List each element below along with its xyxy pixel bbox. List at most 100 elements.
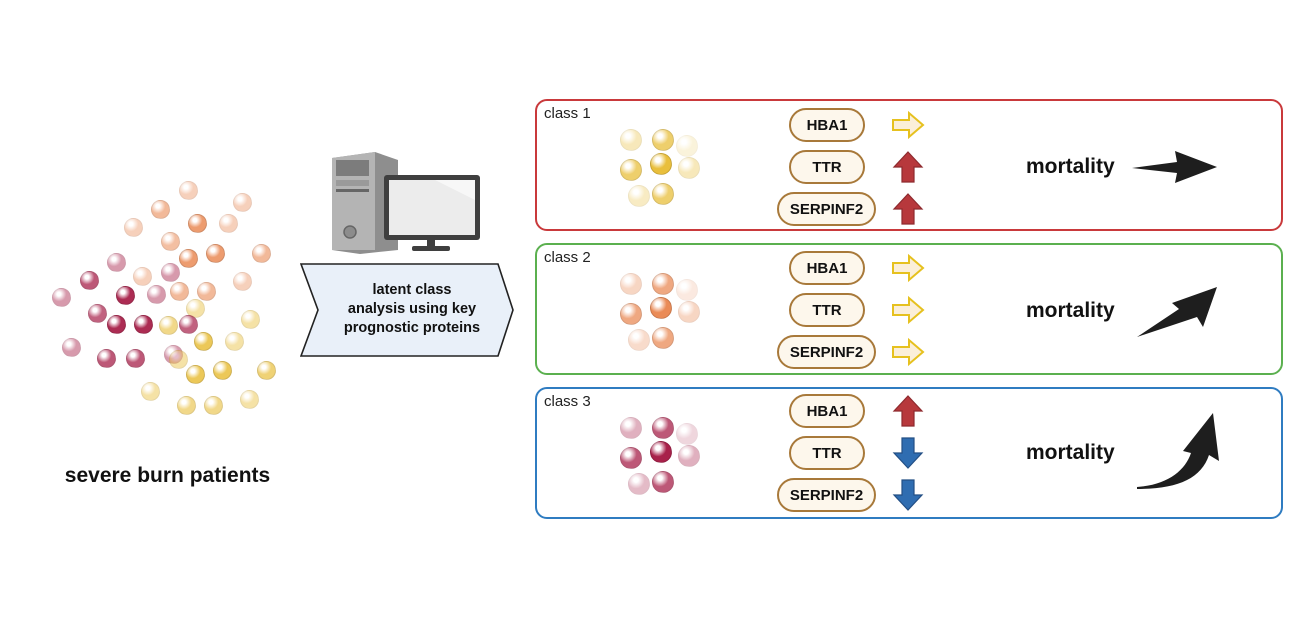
protein-pill-hba1: HBA1 (789, 108, 865, 142)
neutral-arrow-icon (892, 295, 925, 325)
patient-dot (620, 159, 642, 181)
patient-dot (620, 129, 642, 151)
patient-dot (177, 396, 196, 415)
patient-dot (620, 273, 642, 295)
patient-dot (225, 332, 244, 351)
patient-dot (159, 316, 178, 335)
method-label-line: analysis using key (347, 301, 477, 317)
patient-dot (126, 349, 145, 368)
cohort-label: severe burn patients (64, 464, 271, 487)
protein-pill-serpinf2: SERPINF2 (777, 192, 876, 226)
patient-dot (257, 361, 276, 380)
down-arrow-icon (892, 437, 924, 469)
method-label: latent class analysis using key prognost… (322, 281, 502, 338)
up-arrow-icon (892, 151, 924, 183)
patient-dot (170, 282, 189, 301)
patient-dot (620, 447, 642, 469)
neutral-arrow-icon (892, 253, 925, 283)
patient-dot (652, 327, 674, 349)
neutral-arrow-icon (892, 110, 925, 140)
patient-dot (678, 301, 700, 323)
method-label-line: latent class (372, 282, 452, 298)
class-2-cluster (612, 269, 712, 359)
flat-trend-arrow-icon (1132, 151, 1217, 183)
patient-dot (52, 288, 71, 307)
patient-dot (161, 232, 180, 251)
patient-dot (133, 267, 152, 286)
patient-dot (652, 273, 674, 295)
class-label: class 1 (544, 105, 591, 122)
patient-dot (204, 396, 223, 415)
increase-trend-arrow-icon (1137, 287, 1217, 337)
protein-pill-ttr: TTR (789, 293, 865, 327)
mortality-label: mortality (1026, 299, 1115, 322)
method-label-line: prognostic proteins (343, 320, 481, 336)
patient-dot (88, 304, 107, 323)
up-arrow-icon (892, 395, 924, 427)
patient-dot (628, 329, 650, 351)
neutral-arrow-icon (892, 337, 925, 367)
patient-dot (233, 272, 252, 291)
patient-dot (628, 473, 650, 495)
patient-dot (652, 417, 674, 439)
protein-pill-serpinf2: SERPINF2 (777, 335, 876, 369)
patient-dot (107, 315, 126, 334)
patient-dot (97, 349, 116, 368)
patient-dot (676, 135, 698, 157)
patient-dot (678, 445, 700, 467)
patient-dot (676, 423, 698, 445)
patient-dot (151, 200, 170, 219)
patient-dot (206, 244, 225, 263)
mortality-label: mortality (1026, 441, 1115, 464)
patient-dot (620, 417, 642, 439)
protein-pill-ttr: TTR (789, 436, 865, 470)
class-2-panel: class 2 HBA1 TTR SERPINF2 mortality (535, 243, 1283, 375)
patient-dot (620, 303, 642, 325)
patient-dot (169, 350, 188, 369)
patient-dot (179, 249, 198, 268)
protein-pill-ttr: TTR (789, 150, 865, 184)
mortality-label: mortality (1026, 155, 1115, 178)
patient-dot (652, 183, 674, 205)
computer-icon (332, 152, 480, 254)
patient-dot (134, 315, 153, 334)
patient-dot (179, 315, 198, 334)
class-3-panel: class 3 HBA1 TTR SERPINF2 mortality (535, 387, 1283, 519)
protein-pill-hba1: HBA1 (789, 251, 865, 285)
patient-dot (652, 129, 674, 151)
method-chevron-arrow (300, 263, 514, 357)
patient-dot (161, 263, 180, 282)
protein-pill-serpinf2: SERPINF2 (777, 478, 876, 512)
patient-dot (116, 286, 135, 305)
patient-dot (628, 185, 650, 207)
patient-dot (652, 471, 674, 493)
patient-dot (241, 310, 260, 329)
patient-dot (219, 214, 238, 233)
patient-dot (240, 390, 259, 409)
patient-dot (213, 361, 232, 380)
class-label: class 3 (544, 393, 591, 410)
up-arrow-icon (892, 193, 924, 225)
patient-dot (233, 193, 252, 212)
patient-dot (650, 153, 672, 175)
class-3-cluster (612, 413, 712, 503)
patient-dot (252, 244, 271, 263)
protein-pill-hba1: HBA1 (789, 394, 865, 428)
patient-dot (141, 382, 160, 401)
patient-dot (124, 218, 143, 237)
class-label: class 2 (544, 249, 591, 266)
patient-dot (147, 285, 166, 304)
patient-dot (676, 279, 698, 301)
class-1-cluster (612, 125, 712, 215)
patient-dot (194, 332, 213, 351)
down-arrow-icon (892, 479, 924, 511)
class-1-panel: class 1 HBA1 TTR SERPINF2 mortality (535, 99, 1283, 231)
patient-dot (62, 338, 81, 357)
patient-dot (678, 157, 700, 179)
patient-dot (80, 271, 99, 290)
patient-dot (186, 365, 205, 384)
patient-dot (179, 181, 198, 200)
patient-cohort-cluster (0, 0, 300, 450)
patient-dot (650, 441, 672, 463)
patient-dot (107, 253, 126, 272)
